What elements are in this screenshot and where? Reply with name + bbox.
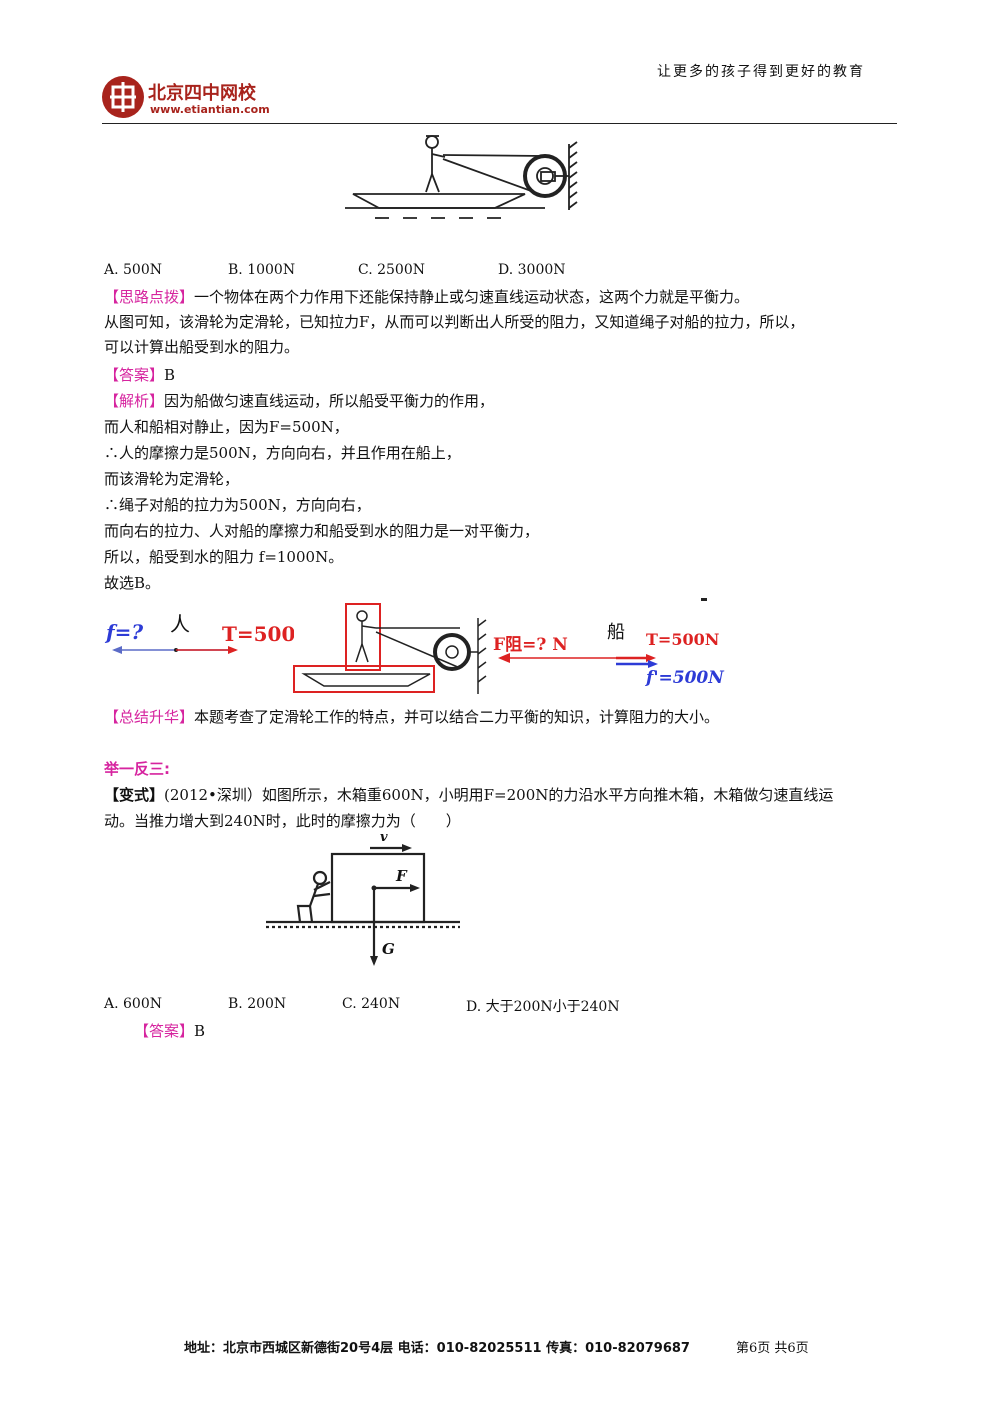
header-slogan: 让更多的孩子得到更好的教育	[657, 64, 865, 80]
analysis-line-4: 而该滑轮为定滑轮，	[104, 470, 240, 488]
analysis-tag: 【解析】	[104, 392, 165, 410]
boat-pulley-figure	[345, 135, 578, 219]
t-label: T=500N	[222, 622, 294, 646]
q1-option-a: A. 500N	[104, 262, 162, 278]
q1-option-b: B. 1000N	[228, 262, 296, 278]
variant-tag: 【变式】	[104, 786, 165, 804]
q2-text-1: (2012•深圳）如图所示，木箱重600N，小明用F=200N的力沿水平方向推木…	[164, 786, 834, 804]
gravity-label: G	[382, 940, 395, 958]
summary-tag: 【总结升华】	[104, 708, 195, 726]
analysis-line-8: 故选B。	[104, 574, 161, 592]
analysis-text-1: 因为船做匀速直线运动，所以船受平衡力的作用，	[164, 392, 495, 410]
hint-line-2: 从图可知，该滑轮为定滑轮，已知拉力F，从而可以判断出人所受的阻力，又知道绳子对船…	[104, 313, 805, 331]
q1-option-c: C. 2500N	[358, 262, 425, 278]
logo-name: 北京四中网校	[148, 83, 256, 104]
summary-line: 【总结升华】本题考查了定滑轮工作的特点，并可以结合二力平衡的知识，计算阻力的大小…	[104, 706, 719, 728]
hint-line-3: 可以计算出船受到水的阻力。	[104, 338, 300, 356]
q2-option-c: C. 240N	[342, 996, 401, 1012]
hint-tag: 【思路点拨】	[104, 288, 195, 306]
force-label: F	[396, 867, 407, 885]
force-analysis-figure: f=? 人 T=500N F阻=? N 船 T=500N f'=500N	[100, 596, 724, 700]
person-label: 人	[170, 612, 190, 636]
q2-option-d: D. 大于200N小于240N	[466, 999, 620, 1015]
q1-option-d: D. 3000N	[498, 262, 566, 278]
analysis-line-5: ∴绳子对船的拉力为500N，方向向右，	[104, 496, 371, 514]
q2-line-2: 动。当推力增大到240N时，此时的摩擦力为（ ）	[104, 812, 461, 830]
q2-line-1: 【变式】(2012•深圳）如图所示，木箱重600N，小明用F=200N的力沿水平…	[104, 784, 833, 806]
velocity-label: v	[380, 830, 388, 845]
school-logo-icon	[102, 76, 144, 118]
q2-option-b: B. 200N	[228, 996, 287, 1012]
answer-value: B	[164, 366, 176, 384]
analysis-line-3: ∴人的摩擦力是500N，方向向右，并且作用在船上，	[104, 444, 461, 462]
q1-answer: 【答案】B	[104, 364, 175, 386]
analysis-line-2: 而人和船相对静止，因为F=500N，	[104, 418, 349, 436]
q2-answer: 【答案】B	[134, 1020, 205, 1042]
footer-address: 地址：北京市西城区新德街20号4层 电话：010-82025511 传真：010…	[184, 1341, 690, 1356]
q2-option-a: A. 600N	[104, 996, 162, 1012]
f-unknown-label: f=?	[106, 620, 144, 644]
analysis-line-1: 【解析】因为船做匀速直线运动，所以船受平衡力的作用，	[104, 390, 494, 412]
q2-answer-value: B	[194, 1022, 206, 1040]
header-rule	[102, 123, 897, 124]
analysis-line-7: 所以，船受到水的阻力 f=1000N。	[104, 548, 344, 566]
footer-page: 第6页 共6页	[736, 1341, 809, 1356]
section-heading: 举一反三:	[104, 760, 170, 778]
t2-label: T=500N	[646, 630, 720, 649]
logo-url[interactable]: www.etiantian.com	[150, 103, 270, 116]
hint-line-1: 【思路点拨】一个物体在两个力作用下还能保持静止或匀速直线运动状态，这两个力就是平…	[104, 286, 749, 308]
f-resistance-label: F阻=? N	[493, 635, 568, 655]
f-prime-label: f'=500N	[646, 668, 724, 688]
hint-text-1: 一个物体在两个力作用下还能保持静止或匀速直线运动状态，这两个力就是平衡力。	[194, 288, 750, 306]
answer-tag: 【答案】	[104, 366, 165, 384]
boat-label: 船	[607, 622, 625, 643]
analysis-line-6: 而向右的拉力、人对船的摩擦力和船受到水的阻力是一对平衡力，	[104, 522, 540, 540]
summary-text: 本题考查了定滑轮工作的特点，并可以结合二力平衡的知识，计算阻力的大小。	[194, 708, 720, 726]
q2-answer-tag: 【答案】	[134, 1022, 195, 1040]
push-crate-figure: v F G	[264, 830, 464, 966]
